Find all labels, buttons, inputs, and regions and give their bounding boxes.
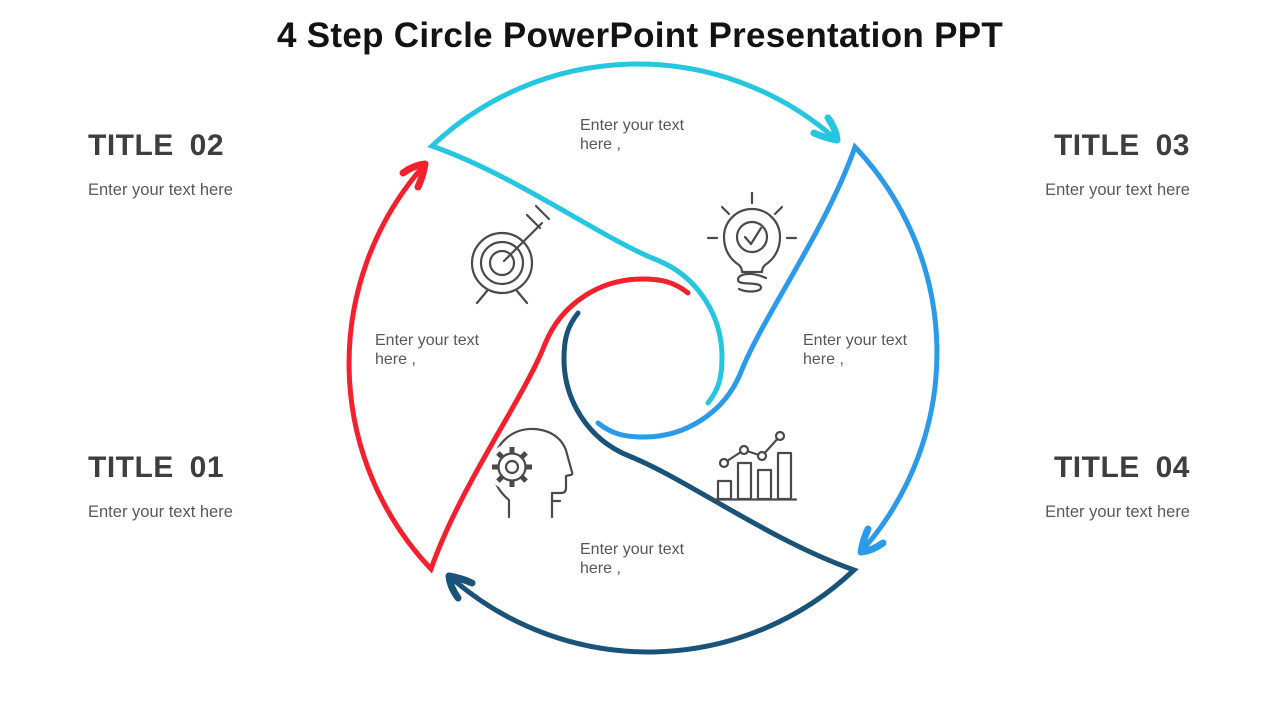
step-1-title-block: TITLE 01 Enter your text here xyxy=(88,451,388,522)
step-3-title-block: TITLE 03 Enter your text here xyxy=(890,129,1190,200)
step-3-subtitle: Enter your text here xyxy=(1045,181,1190,199)
step-4-title-block: TITLE 04 Enter your text here xyxy=(890,451,1190,522)
step-4-subtitle: Enter your text here xyxy=(1045,503,1190,521)
step-3-title: TITLE 03 xyxy=(1053,129,1190,162)
center-label-top-line1: Enter your text xyxy=(580,117,685,134)
step-2-title: TITLE 02 xyxy=(88,129,225,162)
center-label-top: Enter your text here , xyxy=(580,116,684,154)
head-gear-icon xyxy=(488,427,574,519)
center-label-right-line1: Enter your text xyxy=(803,332,908,349)
step-1-subtitle: Enter your text here xyxy=(88,503,233,521)
center-label-bottom-line2: here , xyxy=(580,560,621,577)
growth-chart-icon xyxy=(709,430,798,501)
center-label-right-line2: here , xyxy=(803,351,844,368)
step-1-title: TITLE 01 xyxy=(88,451,225,484)
center-label-left-line1: Enter your text xyxy=(375,332,480,349)
target-icon xyxy=(470,204,551,305)
step-4-title: TITLE 04 xyxy=(1053,451,1190,484)
center-label-left-line2: here , xyxy=(375,351,416,368)
center-label-bottom: Enter your text here , xyxy=(580,540,684,578)
center-label-bottom-line1: Enter your text xyxy=(580,541,685,558)
step-2-title-block: TITLE 02 Enter your text here xyxy=(88,129,388,200)
center-label-right: Enter your text here , xyxy=(803,331,907,369)
slide-title: 4 Step Circle PowerPoint Presentation PP… xyxy=(276,16,1004,55)
center-label-left: Enter your text here , xyxy=(375,331,479,369)
bulb-check-icon xyxy=(706,191,798,293)
center-label-top-line2: here , xyxy=(580,136,621,153)
step-2-subtitle: Enter your text here xyxy=(88,181,233,199)
